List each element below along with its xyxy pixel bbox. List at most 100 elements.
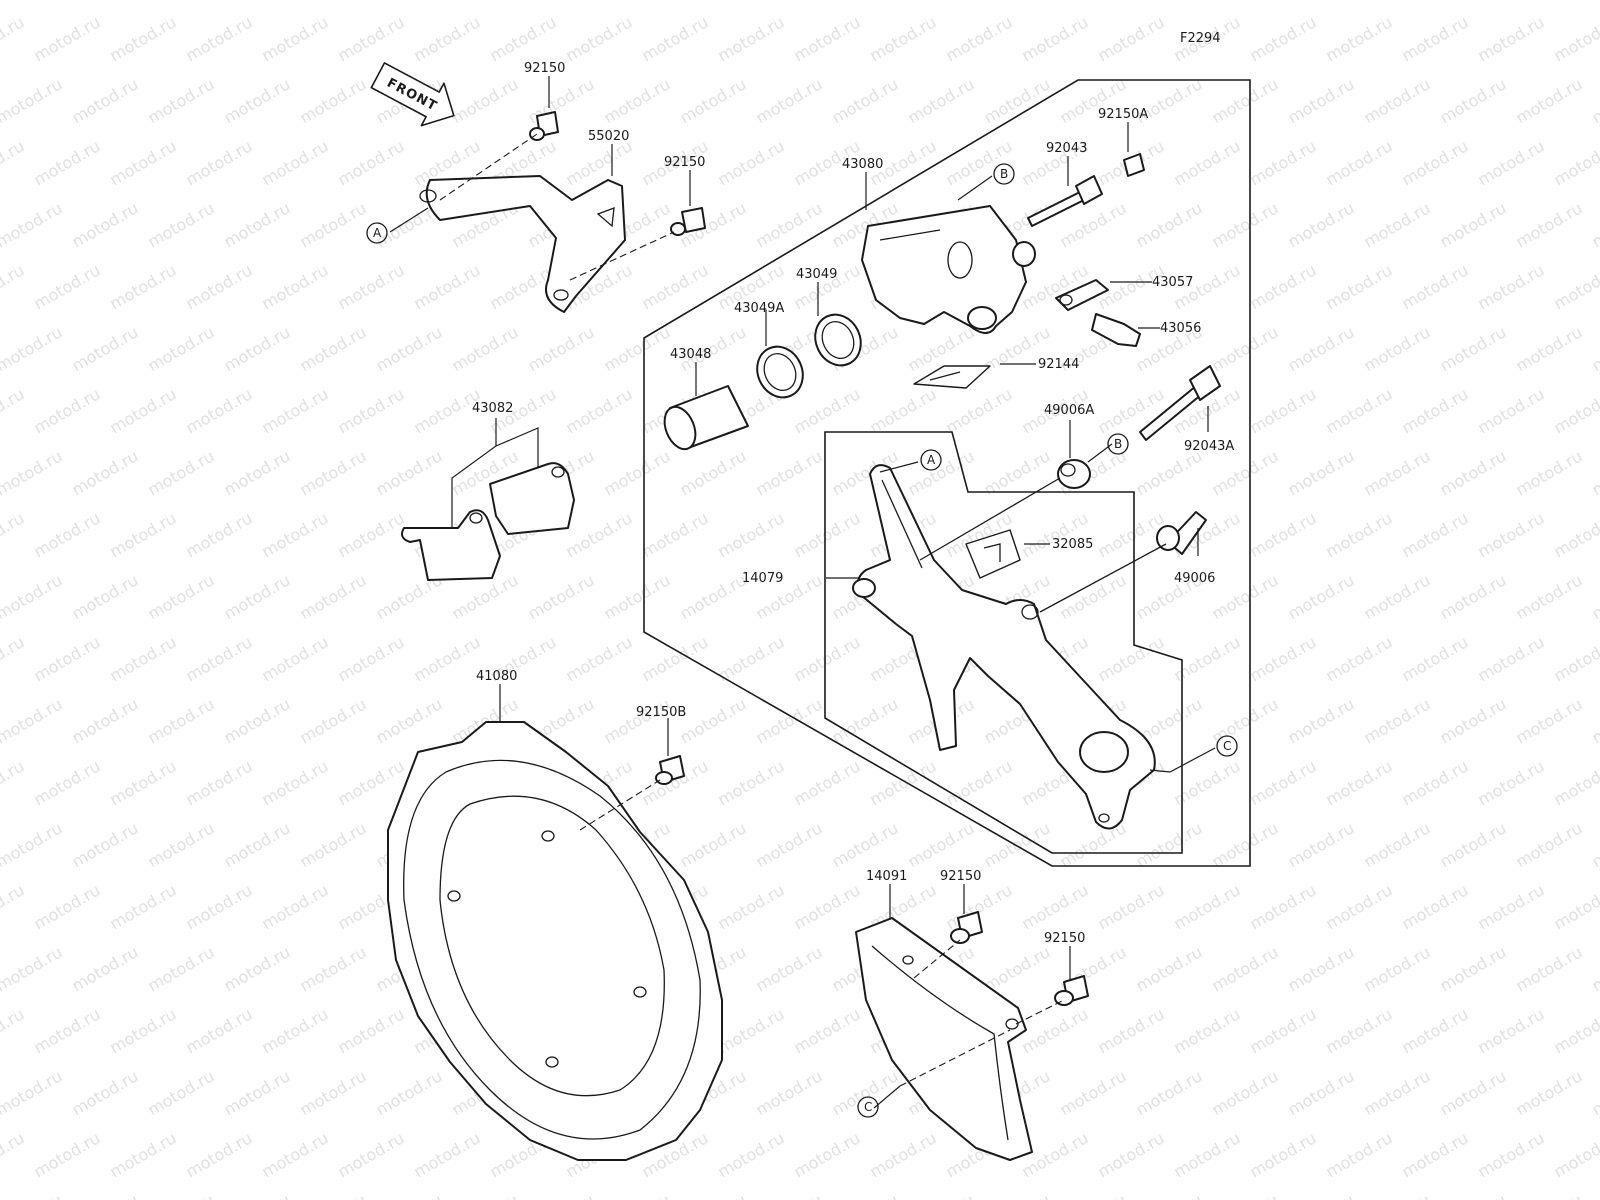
watermark-text: motod.ru [69,1190,142,1200]
watermark-text: motod.ru [1323,384,1396,437]
ref-a-mid-text: A [927,453,936,467]
watermark-text: motod.ru [1437,694,1510,747]
watermark-text: motod.ru [791,880,864,933]
watermark-text: motod.ru [1057,818,1130,871]
watermark-text: motod.ru [1285,198,1358,251]
watermark-text: motod.ru [145,1190,218,1200]
watermark-text: motod.ru [677,446,750,499]
watermark-text: motod.ru [1019,880,1092,933]
watermark-text: motod.ru [1285,818,1358,871]
watermark-text: motod.ru [259,1128,332,1181]
watermark-text: motod.ru [259,12,332,65]
watermark-text: motod.ru [1285,74,1358,127]
watermark-text: motod.ru [1209,942,1282,995]
watermark-text: motod.ru [1475,756,1548,809]
watermark-text: motod.ru [1399,632,1472,685]
watermark-text: motod.ru [335,1128,408,1181]
watermark-text: motod.ru [1323,1004,1396,1057]
watermark-text: motod.ru [221,818,294,871]
watermark-text: motod.ru [145,446,218,499]
watermark-text: motod.ru [259,384,332,437]
watermark-text: motod.ru [981,1190,1054,1200]
ref-c-bottom-text: C [864,1100,872,1114]
watermark-text: motod.ru [791,1128,864,1181]
caliper-body-43080 [861,205,1036,334]
brake-disc-41080 [387,721,723,1161]
watermark-text: motod.ru [31,632,104,685]
watermark-text: motod.ru [1589,942,1600,995]
watermark-text: motod.ru [1475,136,1548,189]
watermark-text: motod.ru [335,12,408,65]
seal-43057 [1055,279,1109,311]
watermark-text: motod.ru [753,0,826,3]
watermark-text: motod.ru [867,1128,940,1181]
pin-92043 [1027,175,1103,227]
watermark-text: motod.ru [221,446,294,499]
watermark-text: motod.ru [1513,1066,1586,1119]
watermark-text: motod.ru [1247,260,1320,313]
watermark-text: motod.ru [1589,198,1600,251]
label-14091: 14091 [866,869,907,884]
watermark-text: motod.ru [1323,136,1396,189]
watermark-text: motod.ru [107,384,180,437]
watermark-text: motod.ru [905,0,978,3]
watermark-text: motod.ru [1551,384,1600,437]
watermark-text: motod.ru [715,1128,788,1181]
watermark-text: motod.ru [0,694,66,747]
watermark-text: motod.ru [373,322,446,375]
watermark-text: motod.ru [639,260,712,313]
watermark-text: motod.ru [1399,756,1472,809]
watermark-text: motod.ru [867,384,940,437]
watermark-text: motod.ru [1095,12,1168,65]
watermark-text: motod.ru [1399,880,1472,933]
watermark-text: motod.ru [1209,570,1282,623]
watermark-text: motod.ru [677,1190,750,1200]
watermark-text: motod.ru [1095,1128,1168,1181]
watermark-text: motod.ru [221,694,294,747]
watermark-text: motod.ru [31,756,104,809]
ref-a-left-text: A [373,226,382,240]
bolt-92150-guard-side [1054,975,1089,1006]
watermark-text: motod.ru [1513,942,1586,995]
watermark-text: motod.ru [69,322,142,375]
watermark-text: motod.ru [0,198,66,251]
label-49006: 49006 [1174,571,1215,586]
watermark-text: motod.ru [1285,694,1358,747]
watermark-text: motod.ru [1209,74,1282,127]
watermark-text: motod.ru [981,0,1054,3]
watermark-text: motod.ru [297,942,370,995]
watermark-text: motod.ru [1133,1066,1206,1119]
watermark-text: motod.ru [1323,1128,1396,1181]
watermark-text: motod.ru [1589,818,1600,871]
watermark-text: motod.ru [145,570,218,623]
watermark-text: motod.ru [0,756,28,809]
watermark-text: motod.ru [107,508,180,561]
watermark-text: motod.ru [1475,1004,1548,1057]
label-49006A: 49006A [1044,403,1094,418]
watermark-text: motod.ru [563,508,636,561]
watermark-text: motod.ru [1399,12,1472,65]
watermark-text: motod.ru [1551,12,1600,65]
watermark-text: motod.ru [221,0,294,3]
watermark-text: motod.ru [943,136,1016,189]
watermark-text: motod.ru [221,74,294,127]
watermark-text: motod.ru [715,1004,788,1057]
ref-circle-a-mid: A [920,449,942,471]
label-92150B: 92150B [636,705,686,720]
watermark-text: motod.ru [31,880,104,933]
watermark-text: motod.ru [905,74,978,127]
watermark-text: motod.ru [1171,1128,1244,1181]
watermark-text: motod.ru [943,12,1016,65]
watermark-text: motod.ru [1399,1128,1472,1181]
watermark-text: motod.ru [791,384,864,437]
watermark-text: motod.ru [1361,322,1434,375]
watermark-text: motod.ru [1057,1066,1130,1119]
watermark-text: motod.ru [715,880,788,933]
watermark-text: motod.ru [449,0,522,3]
watermark-text: motod.ru [183,508,256,561]
watermark-text: motod.ru [183,756,256,809]
watermark-text: motod.ru [677,818,750,871]
watermark-text: motod.ru [1133,198,1206,251]
watermark-text: motod.ru [1247,508,1320,561]
watermark-text: motod.ru [753,198,826,251]
